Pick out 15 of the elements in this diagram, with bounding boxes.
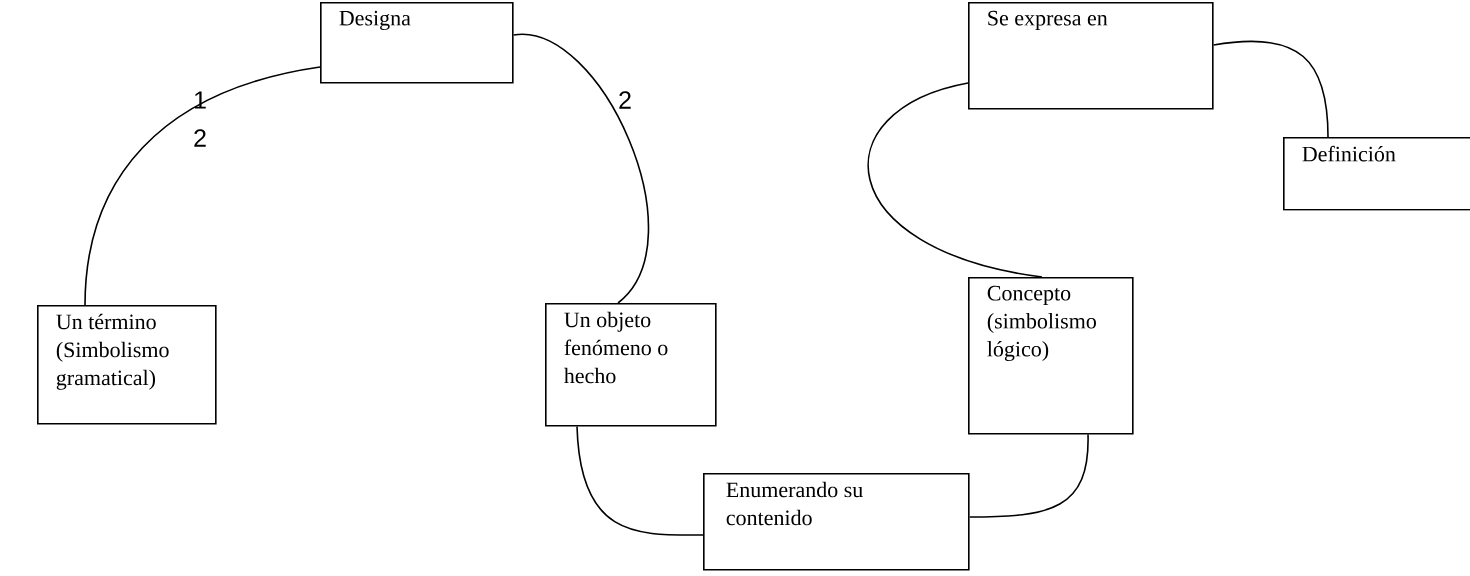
text-box: Un término (Simbolismo gramatical)	[37, 305, 217, 425]
callout-number: 2	[619, 91, 631, 109]
text-box: Definición	[1283, 137, 1470, 211]
callout-number: 2	[194, 129, 206, 147]
text-box: Un objeto fenómeno o hecho	[545, 303, 717, 427]
connector-line	[84, 66, 321, 306]
connector-line	[512, 34, 650, 304]
connector-line	[576, 425, 704, 536]
connector-line	[968, 433, 1089, 518]
text-box: Enumerando su contenido	[703, 473, 970, 571]
connector-line	[867, 82, 1043, 278]
text-box: Designa	[320, 2, 514, 84]
text-box: Se expresa en	[968, 2, 1214, 110]
connector-line	[1212, 40, 1329, 138]
text-box: Concepto (simbolismo lógico)	[968, 277, 1134, 435]
